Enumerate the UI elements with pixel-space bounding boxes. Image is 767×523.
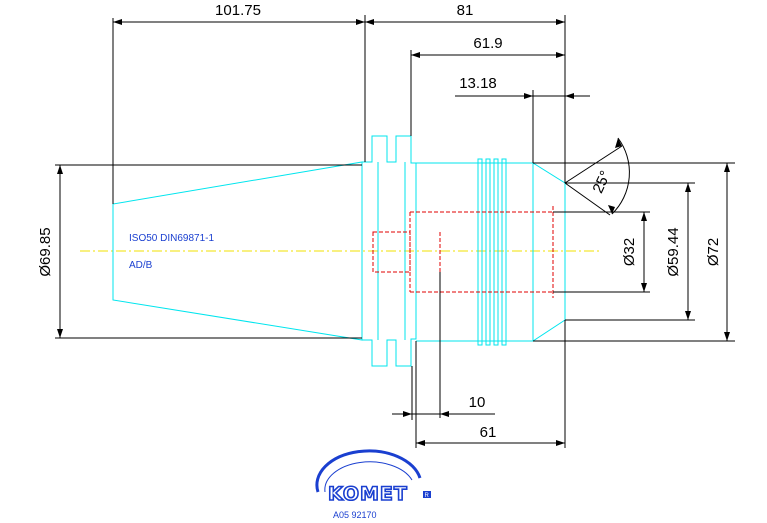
body-outline xyxy=(416,162,566,342)
dim-face-diameter: Ø59.44 xyxy=(665,227,682,276)
dim-groove-width: 10 xyxy=(469,394,486,411)
dim-flange-diameter: Ø69.85 xyxy=(37,227,54,276)
dim-body-length: 61.9 xyxy=(473,35,502,52)
komet-logo: KOMET R xyxy=(315,449,431,506)
dim-body-diameter: Ø72 xyxy=(705,238,722,266)
document-number: A05 92170 xyxy=(333,510,377,520)
flange-outline xyxy=(362,135,417,367)
dim-chamfer-angle: 25° xyxy=(589,168,614,196)
variant-label: AD/B xyxy=(129,260,153,271)
dim-bore-offset: 13.18 xyxy=(459,75,497,92)
spec-label: ISO50 DIN69871-1 xyxy=(129,233,214,244)
body-grooves xyxy=(477,158,507,346)
logo-trademark-mark: R xyxy=(425,493,430,499)
dim-bore-diameter: Ø32 xyxy=(621,238,638,266)
dimension-lines xyxy=(55,15,735,448)
logo-trademark-box xyxy=(423,491,431,498)
hidden-bore xyxy=(372,206,565,298)
logo-wordmark: KOMET xyxy=(328,483,408,505)
logo-arc xyxy=(315,449,422,493)
dim-bottom-length: 61 xyxy=(480,424,497,441)
dim-overall-right: 81 xyxy=(457,2,474,19)
tool-holder-outline xyxy=(112,135,566,367)
dim-taper-length: 101.75 xyxy=(215,2,261,19)
